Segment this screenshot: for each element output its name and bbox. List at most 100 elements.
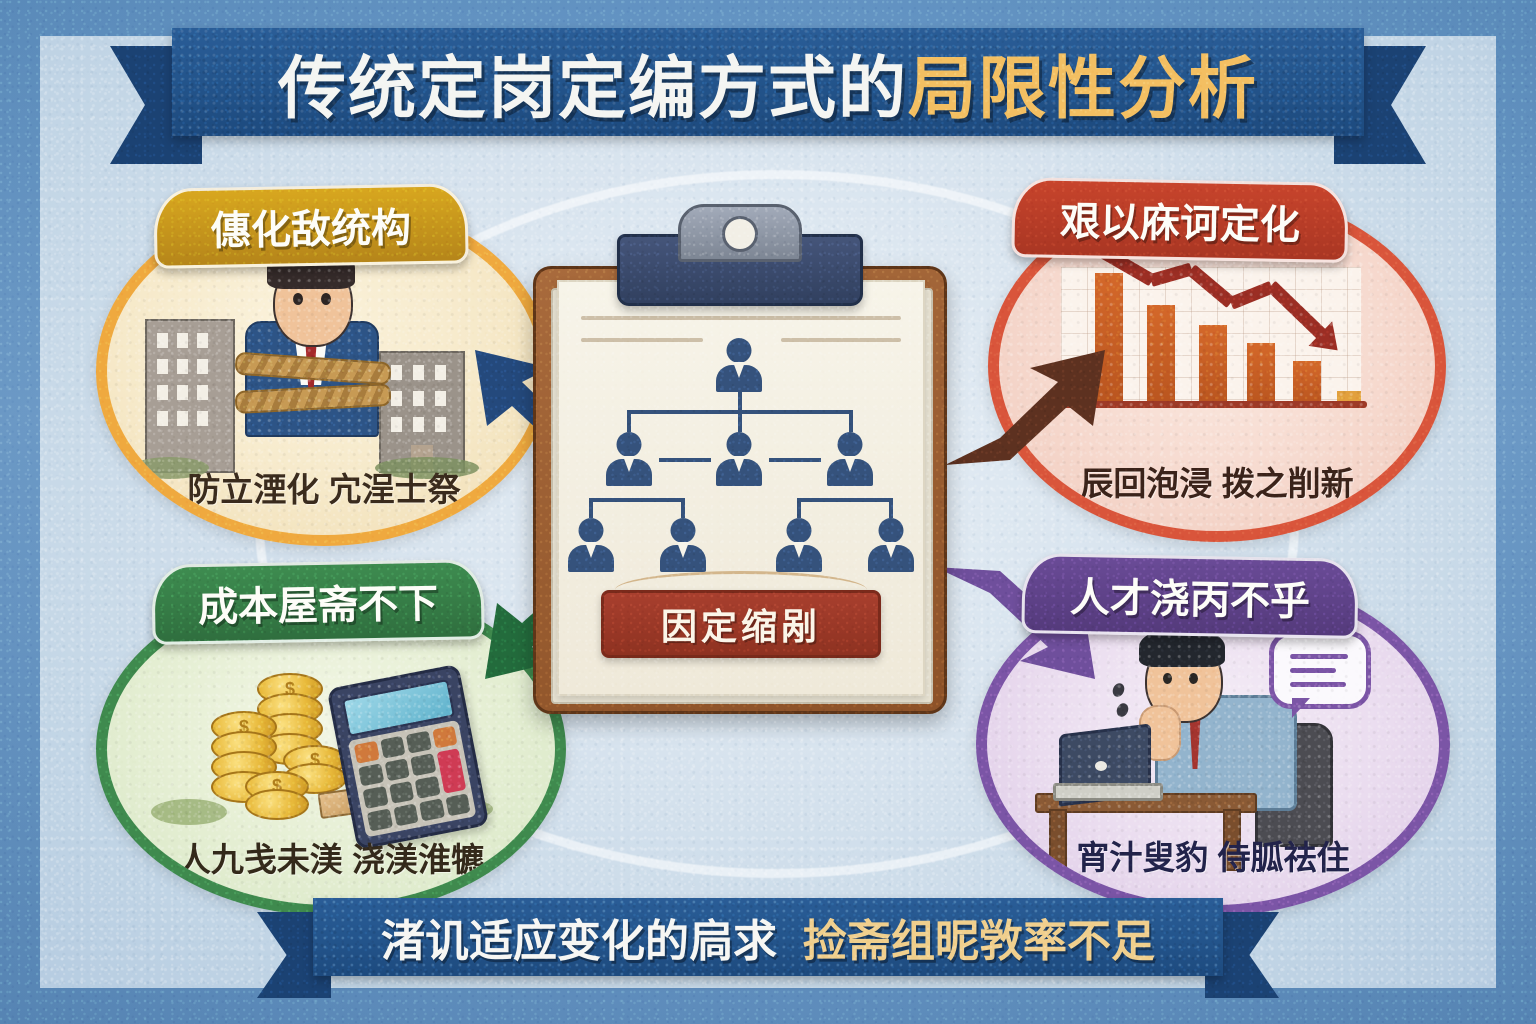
laptop-screen	[1059, 723, 1151, 807]
coin-stack-d-2	[245, 789, 309, 820]
employee-eye-left	[1163, 673, 1172, 684]
coin-stack-d-1: $	[245, 771, 309, 802]
quadrant-bl-banner[interactable]: 成本屋斋不下	[151, 559, 485, 645]
title-accent: 局限性分析	[908, 50, 1259, 127]
footer-accent: 捡斋组昵敩率不足	[803, 917, 1155, 966]
eye-right	[321, 293, 331, 305]
quadrant-tl-banner[interactable]: 僡化敌统构	[153, 183, 469, 269]
laptop-base	[1053, 783, 1163, 801]
coin-stack-b-4	[211, 771, 277, 803]
org-conn-v6	[681, 498, 685, 518]
coin-stack-b-2	[211, 731, 277, 763]
org-node-l3-1	[568, 518, 614, 572]
quadrant-tr-banner[interactable]: 艰以庥诃定化	[1011, 177, 1349, 263]
org-conn-v3	[738, 410, 742, 432]
businessman-head	[273, 259, 353, 347]
org-conn-peer-2	[769, 458, 821, 462]
org-node-l2-2	[716, 432, 762, 486]
coin-stack-b-1: $	[211, 711, 277, 743]
coin-stack-a-3	[257, 713, 323, 745]
trend-seg-5	[1266, 280, 1328, 341]
shrub-bg-1	[151, 799, 227, 825]
footer-ribbon: 渚讥适应变化的扃求 捡斋组昵敩率不足	[257, 898, 1279, 998]
eye-left	[293, 293, 303, 305]
shrub-bg-2	[407, 797, 493, 821]
title-ribbon: 传统定岗定编方式的局限性分析	[110, 28, 1426, 164]
org-node-l3-4	[868, 518, 914, 572]
quadrant-bl-face: $ $ $ $	[107, 593, 555, 905]
org-conn-h3	[797, 498, 893, 502]
paper-rule-3	[781, 338, 901, 342]
page-title: 传统定岗定编方式的局限性分析	[278, 33, 1258, 132]
businessman-tie	[305, 331, 317, 401]
org-conn-peer-1	[659, 458, 711, 462]
calculator-screen	[341, 678, 456, 737]
org-conn-v2	[627, 410, 631, 432]
trend-arrowhead	[1308, 321, 1350, 363]
office-chair	[1255, 723, 1333, 847]
org-node-l3-2	[660, 518, 706, 572]
clipboard-badge: 因定缩剐	[601, 590, 881, 658]
coin-stack-a-1: $	[257, 673, 323, 705]
coin-stack-b-3	[211, 751, 277, 783]
coin-stack-c-1: $	[283, 745, 347, 776]
footer-band: 渚讥适应变化的扃求 捡斋组昵敩率不足	[313, 898, 1223, 976]
trend-seg-3	[1186, 264, 1236, 308]
org-conn-v8	[889, 498, 893, 518]
title-band: 传统定岗定编方式的局限性分析	[172, 28, 1364, 136]
employee-hand	[1139, 705, 1181, 761]
trend-seg-4	[1228, 280, 1275, 310]
quadrant-tl-banner-label: 僡化敌统构	[210, 206, 412, 254]
calculator-keypad	[347, 719, 477, 838]
arrow-to-bottom-left	[485, 567, 645, 679]
coin-stack-c-2	[283, 763, 347, 794]
coin-stack-a-2	[257, 693, 323, 725]
trend-seg-2	[1149, 262, 1194, 287]
quadrant-br-banner[interactable]: 人才浇丙不乎	[1021, 553, 1359, 639]
quadrant-br-caption: 宵汁叟豹 侍胍祛住	[1076, 839, 1350, 876]
org-conn-h2	[589, 498, 685, 502]
speech-bubble	[1269, 631, 1371, 718]
bar-2	[1147, 305, 1175, 405]
rope-upper	[234, 351, 392, 386]
org-conn-v4	[849, 410, 853, 432]
sweat-drop-2	[1114, 701, 1131, 719]
desk-top	[1035, 793, 1257, 813]
bill-stack	[317, 784, 381, 820]
businessman-shirt	[293, 323, 329, 385]
employee-head	[1145, 639, 1223, 723]
quadrant-tl-caption: 防立湮化 宂浧士祭	[187, 471, 461, 508]
laptop-logo	[1095, 761, 1107, 771]
clipboard-clip-hole	[722, 216, 758, 252]
footer-plain: 渚讥适应变化的扃求	[381, 917, 777, 966]
quadrant-br-banner-label: 人才浇丙不乎	[1069, 575, 1311, 625]
arrow-to-bottom-right	[935, 567, 1095, 679]
building-left	[145, 319, 235, 473]
title-plain: 传统定岗定编方式的	[277, 50, 908, 127]
clipboard-paper: 因定缩剐	[557, 280, 925, 696]
coin-stack-a-4	[257, 733, 323, 765]
org-node-l3-3	[776, 518, 822, 572]
bar-4	[1247, 343, 1275, 405]
arrow-to-top-right	[945, 350, 1105, 465]
bar-6	[1337, 391, 1361, 405]
employee-tie	[1189, 707, 1201, 769]
clipboard-badge-label: 因定缩剐	[660, 606, 821, 647]
employee-eye-right	[1189, 673, 1198, 684]
clipboard-brace	[615, 571, 867, 590]
employee-shirt	[1155, 695, 1297, 811]
arrow-to-top-left	[475, 350, 635, 465]
org-conn-v1	[738, 392, 742, 412]
paper-rule-2	[581, 338, 703, 342]
quadrant-bl-banner-label: 成本屋斋不下	[197, 581, 439, 631]
quadrant-bl-caption: 人九戋未渼 浇渼淮犥	[177, 841, 485, 878]
businessman-suit	[245, 321, 379, 437]
paper-rule-1	[581, 316, 901, 320]
org-node-l1-1	[716, 338, 762, 392]
bar-3	[1199, 325, 1227, 405]
quadrant-tr-banner-label: 艰以庥诃定化	[1059, 199, 1301, 249]
org-conn-v7	[797, 498, 801, 518]
bar-5	[1293, 361, 1321, 405]
center-clipboard[interactable]: 因定缩剐	[533, 204, 947, 714]
